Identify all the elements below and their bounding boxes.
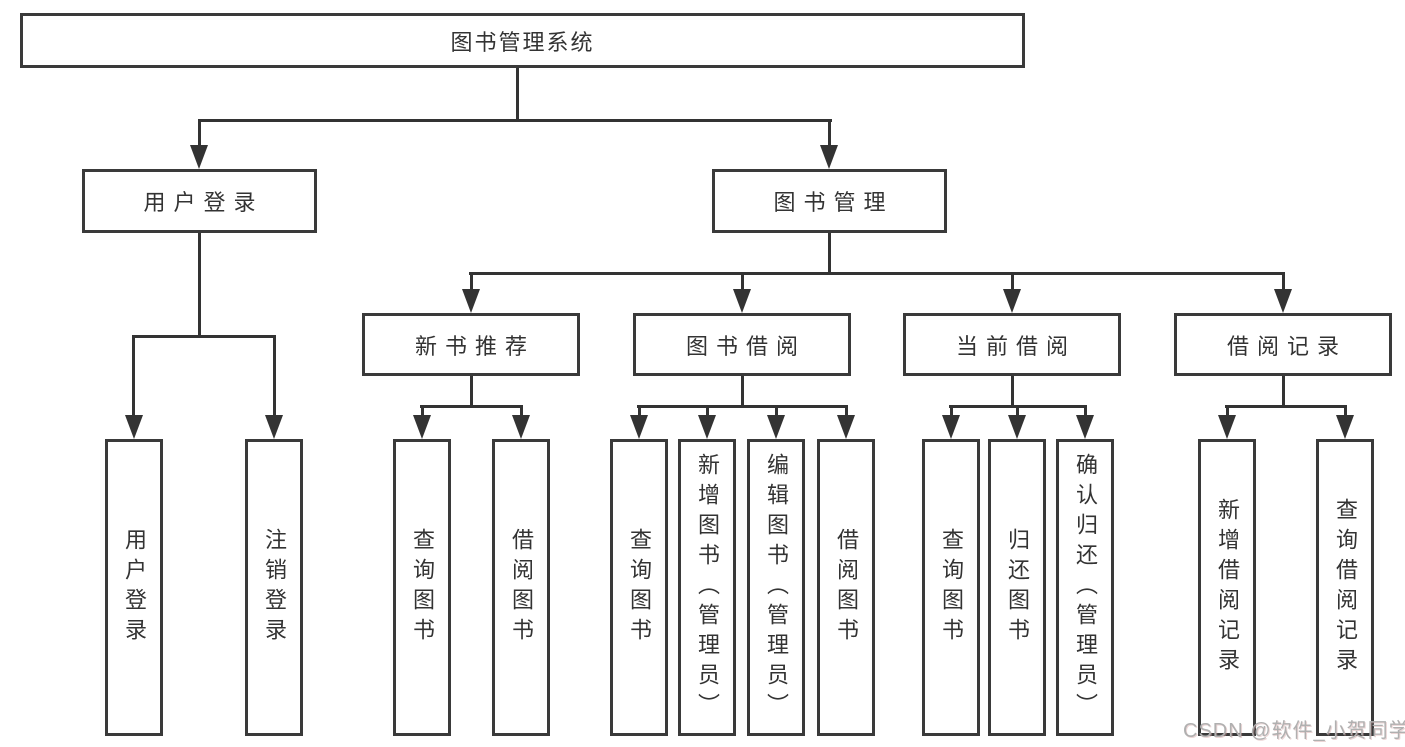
node-label: 图书借阅 [685,333,806,359]
connector-line [1344,405,1347,417]
connector-line [1011,272,1014,290]
arrow-down-icon [1274,289,1292,313]
arrow-down-icon [942,415,960,439]
connector-line [828,233,831,275]
connector-line [1282,376,1285,407]
connector-line [741,272,744,290]
connector-line [198,233,201,338]
connector-line [198,119,201,146]
node-current-borrowing: 当前借阅 [903,313,1121,376]
node-label: 查询借阅记录 [1333,497,1358,678]
leaf-confirm-return-admin: 确认归还（管理员） [1056,439,1114,736]
leaf-add-borrow-record: 新增借阅记录 [1198,439,1256,736]
arrow-down-icon [820,145,838,169]
node-label: 新增借阅记录 [1215,497,1240,678]
connector-line [421,405,424,417]
node-label: 归还图书 [1005,527,1030,648]
connector-line [132,335,135,417]
arrow-down-icon [1008,415,1026,439]
connector-line [273,335,276,417]
leaf-user-login: 用户登录 [105,439,163,736]
node-label: 借阅图书 [834,527,859,648]
connector-line [469,272,1285,275]
arrow-down-icon [1218,415,1236,439]
arrow-down-icon [1076,415,1094,439]
node-label: 用户登录 [122,527,147,648]
node-borrowing-records: 借阅记录 [1174,313,1392,376]
node-label: 查询图书 [939,527,964,648]
connector-line [520,405,523,417]
node-label: 借阅记录 [1226,333,1347,359]
arrow-down-icon [733,289,751,313]
leaf-return-books: 归还图书 [988,439,1046,736]
leaf-borrow-books-recommend: 借阅图书 [492,439,550,736]
connector-line [775,405,778,417]
arrow-down-icon [462,289,480,313]
node-label: 图书管理系统 [450,29,595,55]
arrow-down-icon [767,415,785,439]
connector-line [1084,405,1087,417]
leaf-query-books-borrow: 查询图书 [610,439,668,736]
node-label: 编辑图书（管理员） [764,452,789,723]
connector-line [198,119,832,122]
leaf-query-books-recommend: 查询图书 [393,439,451,736]
arrow-down-icon [190,145,208,169]
node-label: 确认归还（管理员） [1073,452,1098,723]
arrow-down-icon [125,415,143,439]
connector-line [828,119,831,146]
arrow-down-icon [413,415,431,439]
node-label: 新增图书（管理员） [695,452,720,723]
connector-line [470,272,473,290]
connector-line [741,376,744,407]
csdn-watermark: CSDN @软件_小贺同学 [1183,720,1405,742]
leaf-add-books-admin: 新增图书（管理员） [678,439,736,736]
arrow-down-icon [265,415,283,439]
connector-line [132,335,276,338]
leaf-query-borrow-record: 查询借阅记录 [1316,439,1374,736]
leaf-logout: 注销登录 [245,439,303,736]
connector-line [420,405,523,408]
leaf-edit-books-admin: 编辑图书（管理员） [747,439,805,736]
connector-line [638,405,641,417]
connector-line [1226,405,1229,417]
connector-line [1282,272,1285,290]
arrow-down-icon [630,415,648,439]
node-label: 新书推荐 [414,333,535,359]
node-new-book-recommendation: 新书推荐 [362,313,580,376]
node-label: 注销登录 [262,527,287,648]
connector-line [1016,405,1019,417]
node-user-login: 用户登录 [82,169,317,233]
node-label: 当前借阅 [955,333,1076,359]
arrow-down-icon [1003,289,1021,313]
connector-line [637,405,848,408]
leaf-query-books-current: 查询图书 [922,439,980,736]
node-label: 借阅图书 [509,527,534,648]
node-label: 图书管理 [773,190,894,215]
node-root-library-system: 图书管理系统 [20,13,1025,68]
node-book-management: 图书管理 [712,169,947,233]
arrow-down-icon [698,415,716,439]
connector-line [845,405,848,417]
connector-line [1011,376,1014,407]
node-book-borrowing: 图书借阅 [633,313,851,376]
connector-line [1225,405,1347,408]
connector-line [470,376,473,407]
arrow-down-icon [1336,415,1354,439]
arrow-down-icon [837,415,855,439]
node-label: 查询图书 [627,527,652,648]
node-label: 用户登录 [143,190,264,215]
connector-line [516,68,519,122]
node-label: 查询图书 [410,527,435,648]
arrow-down-icon [512,415,530,439]
leaf-borrow-books: 借阅图书 [817,439,875,736]
connector-line [950,405,953,417]
connector-line [706,405,709,417]
